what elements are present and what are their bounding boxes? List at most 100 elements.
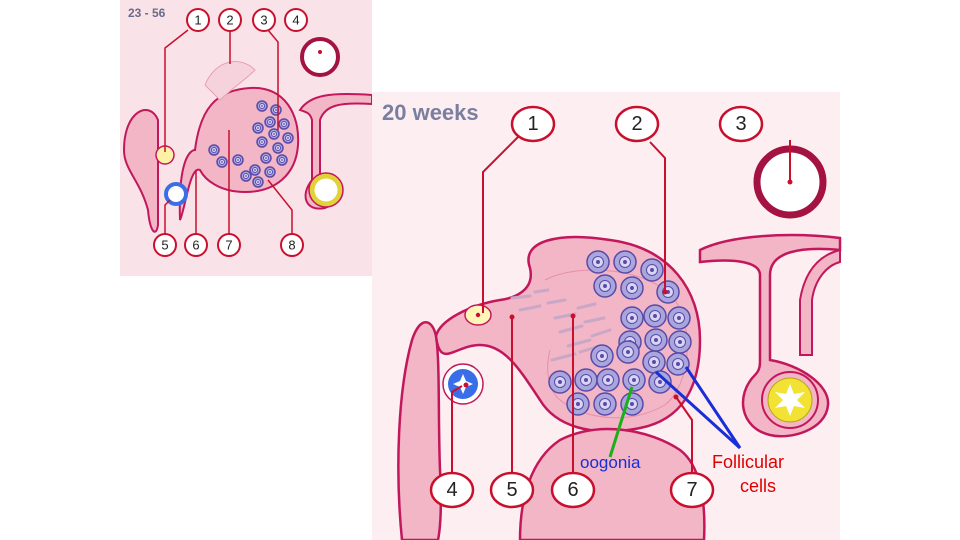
oocyte-cell <box>574 368 598 392</box>
small-callout-label-6: 6 <box>192 238 199 253</box>
large-callout-7: 7 <box>669 471 715 509</box>
small-callout-8: 8 <box>280 233 304 257</box>
large-callout-4: 4 <box>429 471 475 509</box>
small-ring-4 <box>300 37 340 77</box>
small-callout-5: 5 <box>153 233 177 257</box>
stage-title: 20 weeks <box>382 100 479 125</box>
large-top-callouts: 1 2 3 <box>510 105 764 143</box>
follicular-cells-label-line1: Follicular <box>712 452 784 472</box>
large-callout-dots <box>463 289 679 400</box>
small-yellow-follicle-right-outline <box>308 172 344 208</box>
small-callout-line-5 <box>164 199 171 234</box>
oocyte-cell <box>642 350 666 374</box>
oocyte-cell <box>593 392 617 416</box>
small-bottom-callouts: 5 6 7 8 <box>153 233 304 257</box>
large-callout-6: 6 <box>550 471 596 509</box>
follicular-pointer-b <box>684 366 742 449</box>
oocyte-cell <box>566 392 590 416</box>
follicular-pointer-a <box>654 370 742 450</box>
small-callout-label-5: 5 <box>161 238 168 253</box>
oocyte-cell <box>216 156 228 168</box>
small-blue-follicle <box>164 182 188 206</box>
large-callout-line-4 <box>451 385 463 478</box>
small-callout-label-4: 4 <box>292 13 299 28</box>
oocyte-cell <box>240 170 252 182</box>
oocyte-cell <box>586 250 610 274</box>
small-callout-line-8 <box>267 179 293 234</box>
small-callout-2: 2 <box>218 8 242 32</box>
oocyte-cell <box>596 368 620 392</box>
oocyte-cell <box>260 152 272 164</box>
oocyte-cell <box>613 250 637 274</box>
oocyte-cell <box>282 132 294 144</box>
oocyte-cell <box>640 258 664 282</box>
oocyte-cell <box>264 116 276 128</box>
large-callout-label-7: 7 <box>686 479 697 501</box>
small-callout-label-7: 7 <box>225 238 232 253</box>
oocyte-cell <box>270 104 282 116</box>
small-callout-label-8: 8 <box>288 238 295 253</box>
small-ring-4-dot <box>318 50 322 54</box>
small-callout-line-1 <box>164 29 189 152</box>
oocyte-cell <box>208 144 220 156</box>
large-streaks <box>510 288 612 362</box>
large-callout-label-5: 5 <box>506 479 517 501</box>
large-star-follicle-star <box>775 384 805 416</box>
large-callout-label-4: 4 <box>446 479 457 501</box>
oocyte-cell <box>616 340 640 364</box>
large-right-column <box>799 248 841 356</box>
oocyte-cell <box>264 166 276 178</box>
large-callout-lines <box>451 134 791 478</box>
large-gonad-inner <box>544 269 688 419</box>
small-yellow-follicle-right <box>309 173 343 207</box>
small-callout-lines <box>164 29 293 234</box>
small-left-fold <box>122 109 159 233</box>
large-callout-2: 2 <box>614 105 660 143</box>
follicular-cells-label-line2: cells <box>740 476 776 496</box>
oocyte-cell <box>548 370 572 394</box>
oocyte-cell <box>232 154 244 166</box>
oocyte-cell <box>666 352 690 376</box>
oocyte-cell <box>272 142 284 154</box>
oocyte-cell <box>252 176 264 188</box>
annotations: oogonia Follicular cells <box>580 366 784 496</box>
oocyte-cell <box>656 280 680 304</box>
small-callout-6: 6 <box>184 233 208 257</box>
large-bottom-callouts: 4 5 6 7 <box>429 471 715 509</box>
oocyte-cell <box>643 304 667 328</box>
small-oocyte-cluster <box>208 100 294 188</box>
small-callout-label-1: 1 <box>194 13 201 28</box>
small-callout-label-2: 2 <box>226 13 233 28</box>
small-callout-1: 1 <box>186 8 210 32</box>
large-callout-label-1: 1 <box>527 113 538 135</box>
small-callout-line-3 <box>267 29 279 130</box>
oocyte-cell <box>593 274 617 298</box>
small-callout-4: 4 <box>284 8 308 32</box>
large-callout-1: 1 <box>510 105 556 143</box>
large-callout-label-3: 3 <box>735 113 746 135</box>
oocyte-cell <box>590 344 614 368</box>
oocyte-cell <box>256 100 268 112</box>
figure-number: 23 - 56 <box>128 6 166 20</box>
oocyte-cell <box>644 328 668 352</box>
oocyte-cell <box>667 306 691 330</box>
large-blue-follicle-star <box>453 374 473 394</box>
large-callout-label-2: 2 <box>631 113 642 135</box>
large-callout-label-6: 6 <box>567 479 578 501</box>
small-callout-7: 7 <box>217 233 241 257</box>
oocyte-cell <box>622 368 646 392</box>
oocyte-cell <box>278 118 290 130</box>
large-callout-5: 5 <box>489 471 535 509</box>
oocyte-cell <box>256 136 268 148</box>
small-top-callouts: 1 2 3 4 <box>186 8 308 32</box>
oocyte-cell <box>668 330 692 354</box>
large-panel: 20 weeks <box>372 92 842 540</box>
small-callout-3: 3 <box>252 8 276 32</box>
oocyte-cell <box>620 276 644 300</box>
large-callout-line-2 <box>649 141 666 290</box>
large-callout-3: 3 <box>718 105 764 143</box>
oocyte-cell <box>252 122 264 134</box>
oogonia-pointer <box>608 386 634 458</box>
large-callout-line-1 <box>482 134 521 313</box>
